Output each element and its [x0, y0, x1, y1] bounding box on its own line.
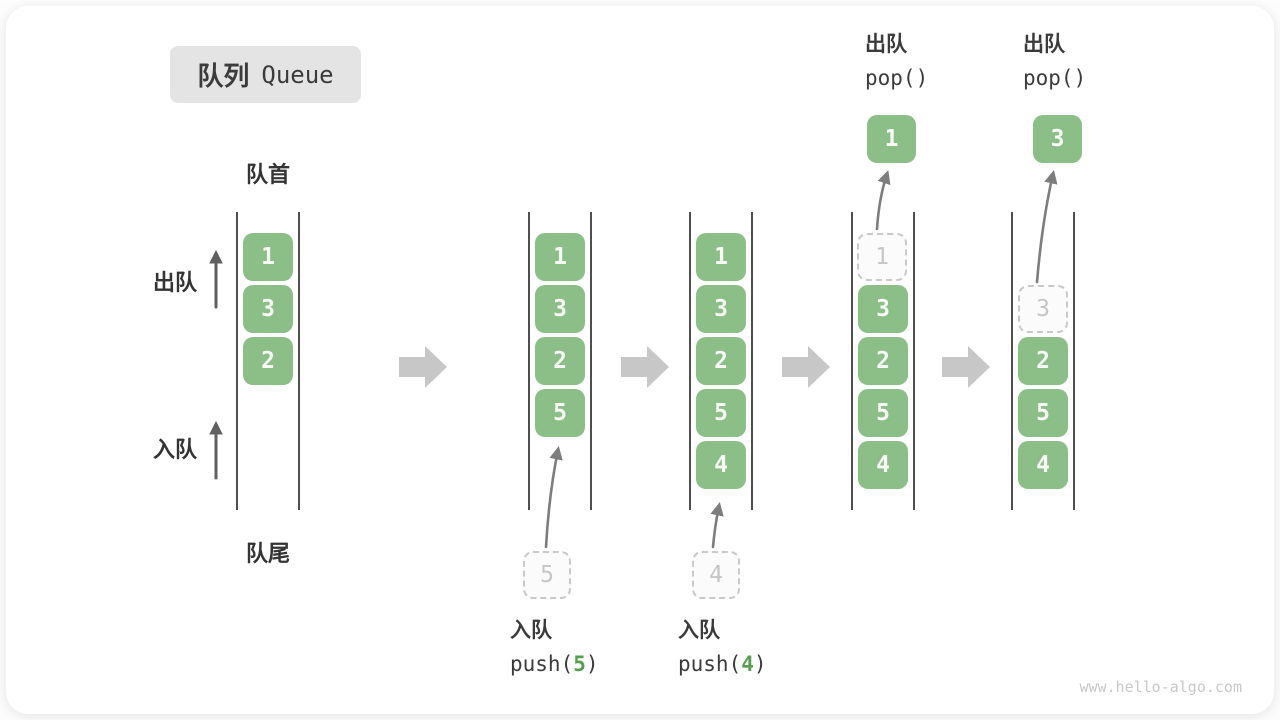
dequeued-ghost-cell: 1: [857, 233, 907, 281]
queue-cell: 1: [535, 233, 585, 281]
queue-cell: 5: [696, 389, 746, 437]
queue-rail-left: [1011, 212, 1013, 510]
queue-cell: 2: [535, 337, 585, 385]
queue-cell: 2: [243, 337, 293, 385]
queue-cell: 1: [696, 233, 746, 281]
label-queue-front: 队首: [245, 162, 290, 187]
title-en: Queue: [261, 60, 334, 89]
pop-3-arrow-icon: [1035, 170, 1058, 284]
op-pop-1: 出队 pop(): [865, 30, 928, 96]
queue-cell: 4: [858, 441, 908, 489]
queue-rail-right: [298, 212, 300, 510]
queue-rail-right: [590, 212, 592, 510]
op-pop-2-label: 出队: [1023, 33, 1065, 56]
queue-cell: 3: [243, 285, 293, 333]
queue-rail-left: [689, 212, 691, 510]
queue-cell: 2: [696, 337, 746, 385]
queue-cell: 3: [535, 285, 585, 333]
op-pop-2: 出队 pop(): [1023, 30, 1086, 96]
queue-cell: 2: [858, 337, 908, 385]
queue-cell: 4: [1018, 441, 1068, 489]
queue-cell: 3: [696, 285, 746, 333]
op-push-4: 入队 push(4): [678, 616, 767, 682]
op-push-4-code: push(4): [678, 652, 767, 676]
op-pop-1-code: pop(): [865, 66, 929, 90]
queue-cell: 5: [858, 389, 908, 437]
queue-cell: 1: [243, 233, 293, 281]
op-push-5: 入队 push(5): [510, 616, 599, 682]
watermark: www.hello-algo.com: [1079, 678, 1242, 696]
arrow-layer: [209, 170, 1058, 549]
pop-1-arrow-icon: [875, 170, 891, 231]
op-push-5-label: 入队: [510, 619, 552, 642]
queue-rail-right: [751, 212, 753, 510]
push-4-arrow-icon: [710, 502, 724, 549]
queue-rail-left: [528, 212, 530, 510]
incoming-ghost-cell: 4: [692, 551, 740, 599]
push-arg: 5: [573, 652, 586, 676]
queue-cell: 5: [1018, 389, 1068, 437]
queue-cell: 5: [535, 389, 585, 437]
dequeued-ghost-cell: 3: [1018, 285, 1068, 333]
step-arrow-icon: [621, 346, 669, 388]
queue-cell: 4: [696, 441, 746, 489]
step-arrow-icon: [942, 346, 990, 388]
title-zh: 队列: [197, 61, 250, 91]
popped-cell: 1: [867, 115, 916, 163]
op-push-5-code: push(5): [510, 652, 599, 676]
title-badge: 队列 Queue: [170, 46, 361, 103]
op-pop-2-code: pop(): [1023, 66, 1087, 90]
push-5-arrow-icon: [544, 446, 563, 549]
step-arrow-icon: [399, 346, 447, 388]
op-push-4-label: 入队: [678, 619, 720, 642]
queue-rail-right: [1073, 212, 1075, 510]
push-arg: 4: [741, 652, 754, 676]
queue-rail-left: [851, 212, 853, 510]
queue-rail-right: [913, 212, 915, 510]
queue-cell: 3: [858, 285, 908, 333]
op-pop-1-label: 出队: [865, 33, 907, 56]
step-arrow-icon: [782, 346, 830, 388]
queue-cell: 2: [1018, 337, 1068, 385]
queue-rail-left: [236, 212, 238, 510]
popped-cell: 3: [1033, 115, 1082, 163]
incoming-ghost-cell: 5: [523, 551, 571, 599]
label-dequeue: 出队: [153, 270, 198, 295]
label-enqueue: 入队: [153, 437, 198, 462]
label-queue-rear: 队尾: [245, 541, 290, 566]
diagram-card: 队列 Queue 队首 队尾 出队 入队: [6, 6, 1274, 714]
